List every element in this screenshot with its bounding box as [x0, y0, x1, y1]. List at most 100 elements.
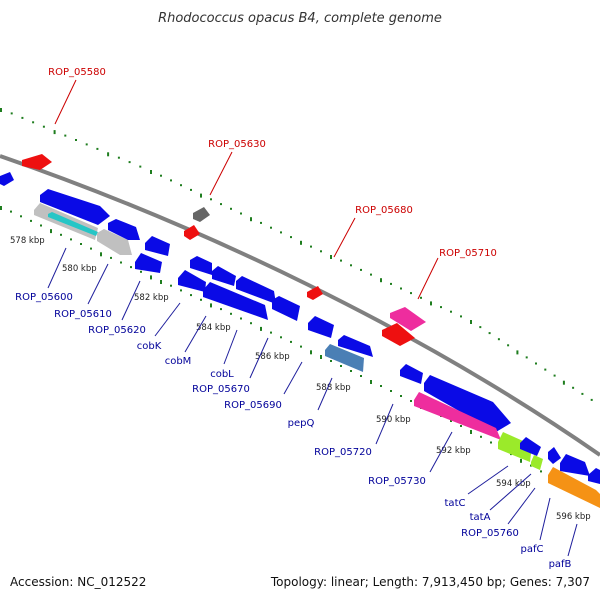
gene-label-cobl[interactable]: cobL: [210, 369, 234, 380]
upper-track-dot: [590, 398, 593, 401]
lower-track-dot: [360, 375, 362, 377]
gene-label-pafb[interactable]: pafB: [549, 559, 572, 570]
gene-rop-05630-low-arrow[interactable]: [145, 236, 170, 256]
gene-pepq-arrow[interactable]: [325, 344, 364, 372]
lower-track-dot: [200, 298, 202, 301]
gene-rop-05625-arrow[interactable]: [108, 219, 140, 240]
gene-label-rop-05690[interactable]: ROP_05690: [224, 400, 282, 411]
gene-track: [0, 154, 600, 508]
lower-track-dot: [330, 360, 332, 362]
lower-track-dot: [270, 331, 272, 334]
gene-label-rop-05720[interactable]: ROP_05720: [314, 447, 372, 458]
lower-track-dot: [490, 441, 492, 444]
lower-track-dot: [0, 206, 2, 210]
gene-pafb-arrow[interactable]: [548, 467, 600, 508]
lower-track-dot: [170, 284, 172, 287]
upper-track-dot: [430, 301, 432, 306]
gene-rop-05580-arrow[interactable]: [22, 154, 52, 170]
gene-rop-05640-arrow[interactable]: [135, 253, 162, 273]
lower-track-dot: [10, 210, 12, 213]
leader-line: [283, 361, 303, 395]
gene-rop-05690-arrow[interactable]: [272, 296, 300, 321]
gene-rop-05710b-arrow[interactable]: [382, 323, 415, 346]
gene-pafa-arrow[interactable]: [588, 468, 600, 484]
upper-track-dot: [42, 125, 45, 128]
gene-label-rop-05600[interactable]: ROP_05600: [15, 292, 73, 303]
tick-label: 586 kbp: [255, 352, 290, 362]
tick-label: 594 kbp: [496, 479, 531, 489]
gene-rop-05725-arrow[interactable]: [424, 375, 511, 432]
leader-line: [333, 217, 356, 258]
gene-label-rop-05580[interactable]: ROP_05580: [48, 67, 106, 78]
gene-label-rop-05620[interactable]: ROP_05620: [88, 325, 146, 336]
upper-track-dot: [497, 338, 500, 341]
gene-cobm-arrow[interactable]: [203, 282, 268, 320]
gene-label-rop-05610[interactable]: ROP_05610: [54, 309, 112, 320]
lower-track-dot: [100, 252, 102, 257]
lower-track-dot: [240, 317, 242, 320]
leader-line: [507, 487, 536, 525]
leader-line: [539, 497, 551, 541]
lower-track-dot: [520, 458, 522, 463]
gene-rop-05675-arrow[interactable]: [236, 276, 276, 304]
leader-line: [47, 247, 67, 289]
gene-label-pafc[interactable]: pafC: [521, 544, 544, 555]
gene-rop-05710-arrow[interactable]: [390, 307, 426, 331]
gene-rop-05700-arrow[interactable]: [308, 316, 334, 338]
upper-track-dot: [360, 268, 362, 271]
upper-track-dot: [21, 116, 24, 119]
gene-rop-05630-arrow[interactable]: [193, 207, 210, 222]
upper-track-dot: [507, 344, 510, 347]
lower-track-dot: [480, 435, 482, 438]
upper-track-dot: [370, 273, 372, 276]
gene-cobk-arrow[interactable]: [178, 270, 206, 292]
gene-rop-05680-arrow[interactable]: [307, 286, 323, 300]
gene-label-rop-05680[interactable]: ROP_05680: [355, 205, 413, 216]
lower-track-dot: [80, 243, 82, 245]
upper-track-dot: [75, 139, 77, 141]
gene-rop-05590-arrow[interactable]: [0, 172, 14, 186]
leader-line: [429, 431, 453, 473]
gene-label-rop-05710[interactable]: ROP_05710: [439, 248, 497, 259]
upper-track-dot: [10, 112, 13, 115]
gene-label-cobk[interactable]: cobK: [137, 341, 162, 352]
leader-line: [223, 329, 238, 365]
gene-label-rop-05630[interactable]: ROP_05630: [208, 139, 266, 150]
upper-track-dot: [572, 386, 575, 389]
upper-track-dot: [525, 356, 528, 359]
gene-label-pepq[interactable]: pepQ: [288, 418, 315, 429]
gene-pafc-arrow[interactable]: [560, 454, 590, 476]
gene-rop-05750-arrow[interactable]: [520, 437, 541, 456]
gene-rop-05730-arrow[interactable]: [414, 392, 501, 440]
gene-rop-05760-arrow[interactable]: [548, 447, 561, 464]
gene-label-rop-05670[interactable]: ROP_05670: [192, 384, 250, 395]
lower-track-dot: [300, 345, 302, 348]
gene-rop-05720-arrow[interactable]: [400, 364, 423, 384]
lower-track-dot: [310, 350, 312, 355]
gene-rop-05620-arrow[interactable]: [97, 229, 132, 255]
tick-label: 590 kbp: [376, 415, 411, 425]
gene-label-tatc[interactable]: tatC: [445, 498, 466, 509]
gene-tata-arrow[interactable]: [531, 455, 543, 470]
upper-track-dot: [340, 259, 342, 262]
lower-track-dot: [290, 340, 292, 343]
leader-line: [121, 280, 141, 321]
upper-track-dot: [420, 296, 422, 299]
gene-rop-05610-arrow[interactable]: [40, 189, 110, 225]
gene-pepq-b-arrow[interactable]: [338, 335, 373, 357]
upper-track-dot: [139, 165, 142, 168]
lower-track-dot: [90, 247, 92, 250]
gene-label-rop-05730[interactable]: ROP_05730: [368, 476, 426, 487]
leader-line: [209, 151, 233, 196]
gene-label-cobm[interactable]: cobM: [165, 356, 192, 367]
lower-track-dot: [350, 370, 352, 372]
gene-cobl-arrow[interactable]: [190, 256, 212, 275]
gene-label-rop-05760[interactable]: ROP_05760: [461, 528, 519, 539]
gene-tatc-arrow[interactable]: [498, 432, 532, 462]
upper-track-dot: [0, 108, 2, 112]
gene-label-tata[interactable]: tatA: [470, 512, 491, 523]
gene-rop-05670-arrow[interactable]: [212, 266, 236, 286]
gene-rop-05630b-arrow[interactable]: [184, 225, 200, 240]
leader-line: [317, 377, 333, 411]
upper-track-dot: [250, 217, 252, 222]
